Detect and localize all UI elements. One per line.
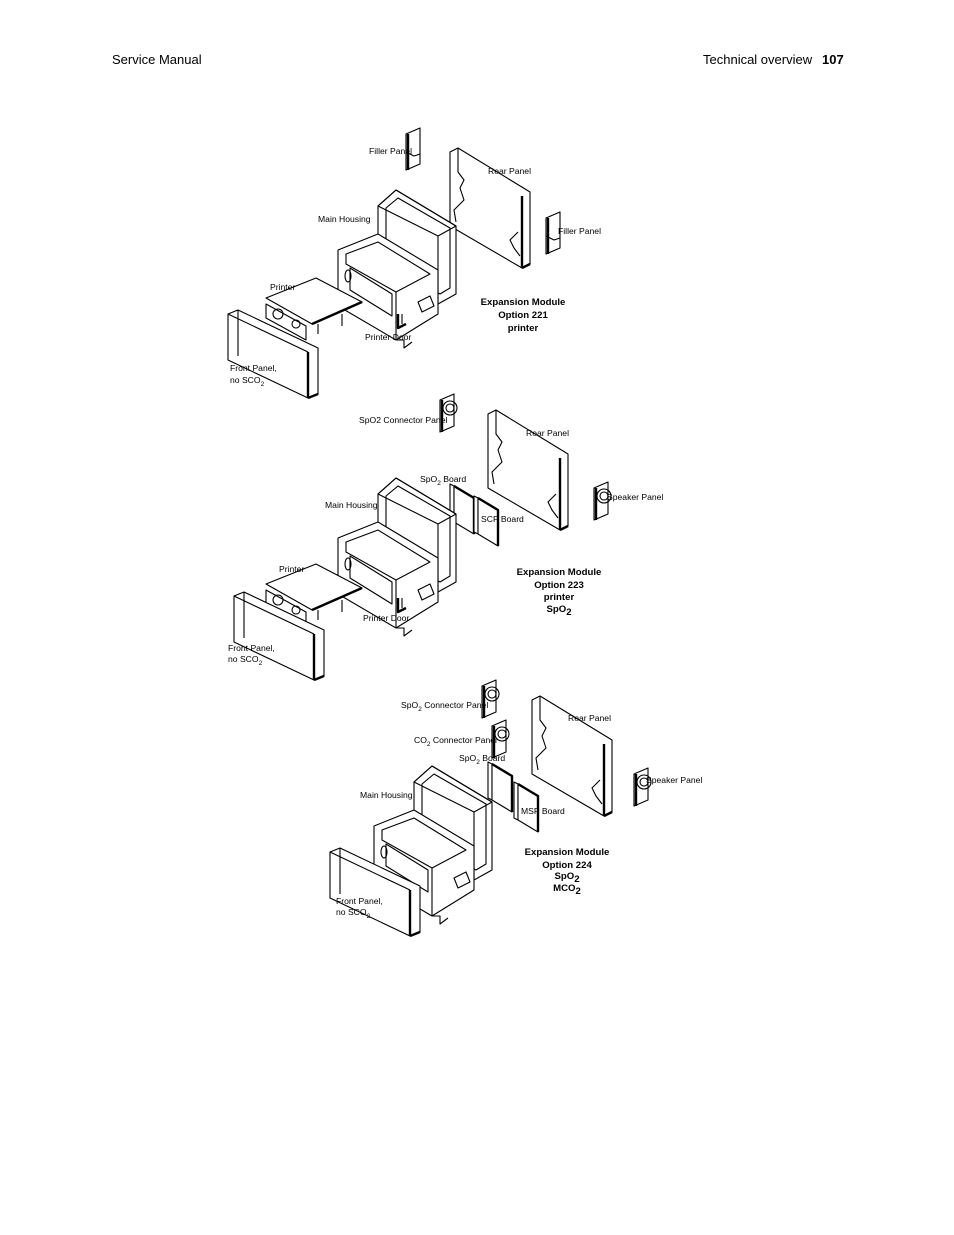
label-filler-panel-top: Filler Panel [369, 146, 412, 156]
no-sco-subscript: 2 [259, 660, 263, 667]
label-front-panel-no-sco2: no SCO2 [230, 375, 265, 388]
label-filler-panel-right: Filler Panel [558, 226, 601, 236]
caption-224-line4: MCO2 [553, 883, 581, 897]
label-rear-panel: Rear Panel [488, 166, 531, 176]
connector-panel-text: Connector Panel [422, 700, 488, 710]
label-printer: Printer [270, 282, 295, 292]
caption-221-line2: Option 221 [498, 310, 548, 321]
label-speaker-panel: Speaker Panel [646, 775, 702, 785]
caption-224-line1: Expansion Module [525, 847, 610, 858]
caption-221-line3: printer [508, 323, 539, 334]
spo-subscript: 2 [437, 480, 441, 487]
caption-spo-subscript: 2 [566, 607, 571, 618]
label-scp-board: SCP Board [481, 514, 524, 524]
running-header-title: Service Manual [112, 52, 202, 67]
label-main-housing: Main Housing [318, 214, 371, 224]
label-printer-door: Printer Door [365, 332, 411, 342]
board-text: Board [441, 474, 467, 484]
spo-text: SpO [420, 474, 438, 484]
label-co2-connector-panel: CO2 Connector Panel [414, 735, 497, 748]
spo-subscript: 2 [476, 759, 480, 766]
no-sco-text: no SCO [228, 654, 259, 664]
connector-panel-text: Connector Panel [431, 735, 497, 745]
label-rear-panel: Rear Panel [526, 428, 569, 438]
caption-spo-text: SpO [554, 871, 574, 882]
speaker-panel-part [632, 766, 653, 808]
board-text: Board [480, 753, 506, 763]
caption-223-line4: SpO2 [546, 604, 571, 618]
caption-mco-subscript: 2 [576, 886, 581, 897]
caption-spo-text: SpO [546, 604, 566, 615]
caption-223-line1: Expansion Module [517, 567, 602, 578]
label-speaker-panel: Speaker Panel [607, 492, 663, 502]
no-sco-text: no SCO [230, 375, 261, 385]
label-spo2-connector-panel: SpO2 Connector Panel [359, 415, 447, 425]
label-spo2-board: SpO2 Board [420, 474, 466, 487]
label-msp-board: MSP Board [521, 806, 565, 816]
no-sco-subscript: 2 [367, 913, 371, 920]
running-header-section: Technical overview [703, 52, 813, 67]
no-sco-subscript: 2 [261, 381, 265, 388]
spo2-connector-panel-part [438, 392, 459, 434]
label-front-panel: Front Panel, [230, 363, 277, 373]
spo-text: SpO [459, 753, 477, 763]
label-main-housing: Main Housing [325, 500, 378, 510]
label-rear-panel: Rear Panel [568, 713, 611, 723]
label-front-panel-no-sco2: no SCO2 [336, 907, 371, 920]
label-front-panel: Front Panel, [336, 896, 383, 906]
spo2-connector-panel-part [480, 678, 501, 720]
page-number: 107 [822, 52, 844, 67]
label-front-panel-no-sco2: no SCO2 [228, 654, 263, 667]
caption-221-line1: Expansion Module [481, 297, 566, 308]
co-text: CO [414, 735, 427, 745]
caption-spo-subscript: 2 [574, 874, 579, 885]
label-printer: Printer [279, 564, 304, 574]
label-main-housing: Main Housing [360, 790, 413, 800]
label-printer-door: Printer Door [363, 613, 409, 623]
no-sco-text: no SCO [336, 907, 367, 917]
label-front-panel: Front Panel, [228, 643, 275, 653]
caption-mco-text: MCO [553, 883, 576, 894]
caption-224-line2: Option 224 [542, 860, 592, 871]
spo-text: SpO [401, 700, 419, 710]
label-spo2-board: SpO2 Board [459, 753, 505, 766]
caption-223-line2: Option 223 [534, 580, 584, 591]
caption-223-line3: printer [544, 592, 575, 603]
label-spo2-connector-panel: SpO2 Connector Panel [401, 700, 488, 713]
co-subscript: 2 [427, 741, 431, 748]
caption-224-line3: SpO2 [554, 871, 579, 885]
spo-subscript: 2 [418, 706, 422, 713]
